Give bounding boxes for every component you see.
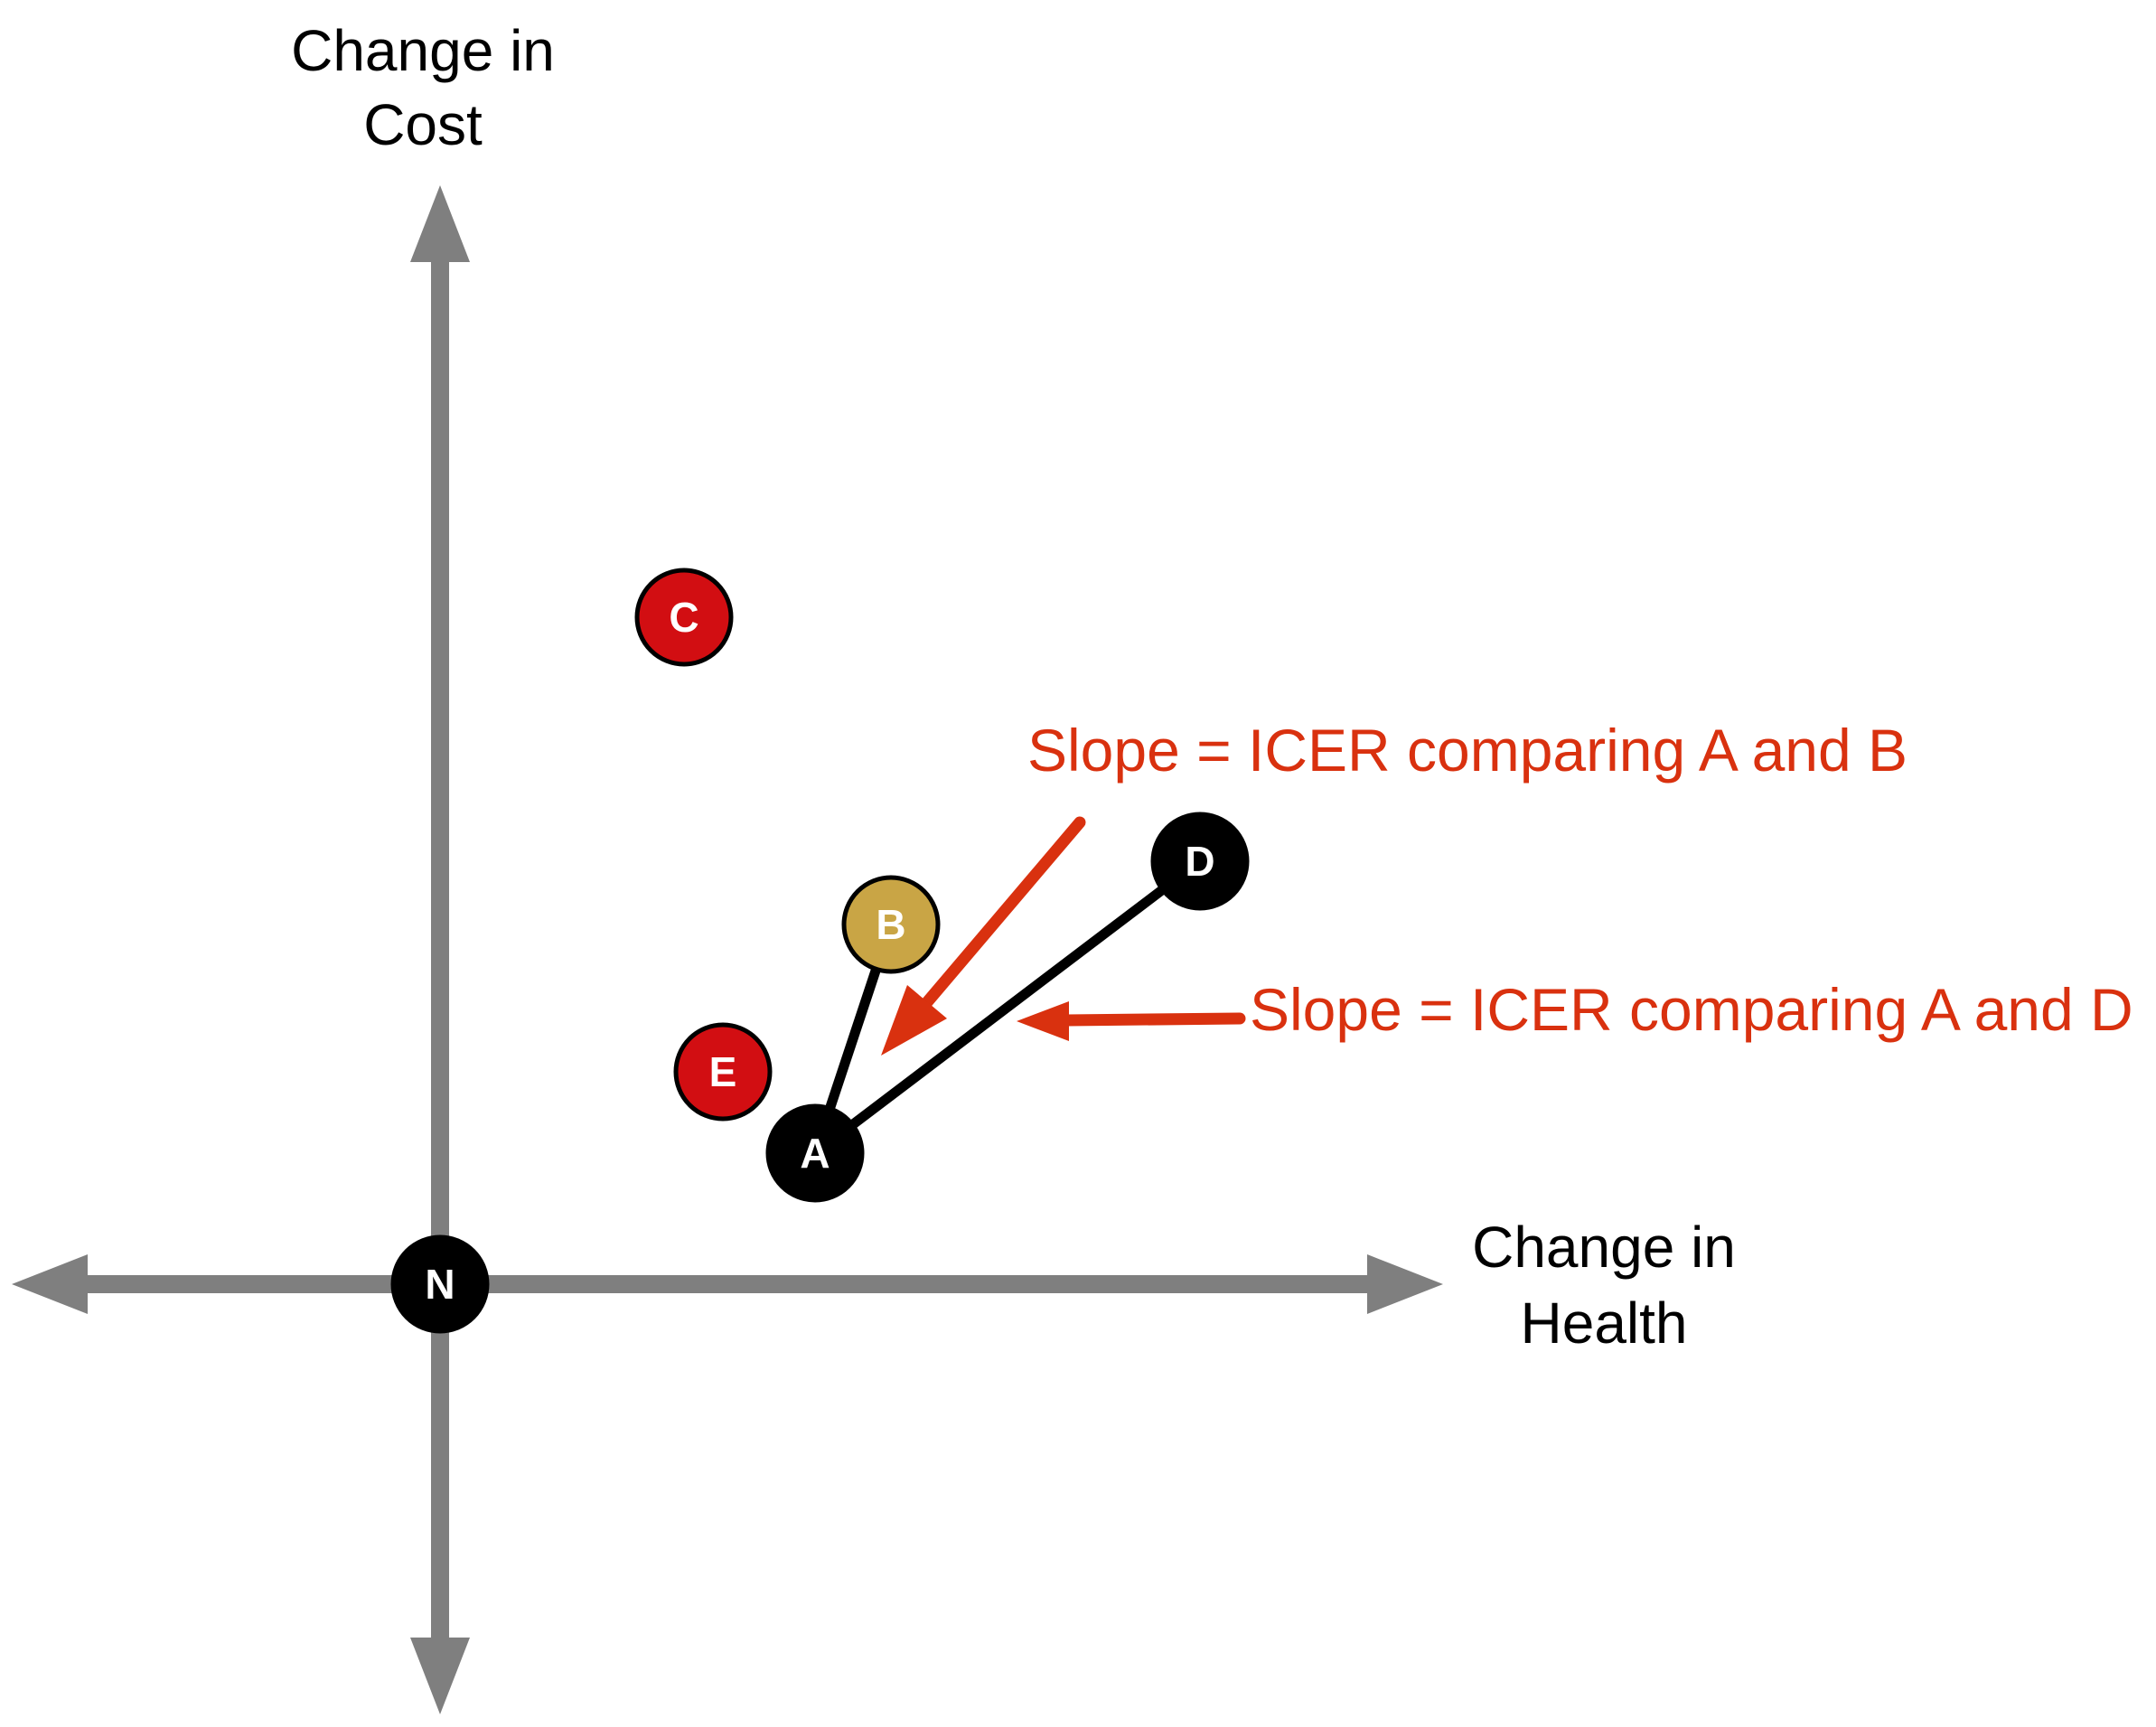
point-b-label: B <box>876 901 905 948</box>
point-e-circle <box>673 1022 773 1122</box>
annotation-arrow-ab <box>881 816 1086 1056</box>
annotation-arrow-ab-head-icon <box>881 985 947 1056</box>
y-axis-title-line1: Change in <box>291 18 555 83</box>
annotation-text-icer-a-b: Slope = ICER comparing A and B <box>1027 717 1908 784</box>
point-b-circle <box>841 875 941 974</box>
annotation-arrow-ad-shaft <box>1060 1012 1246 1027</box>
point-n: N <box>390 1234 490 1334</box>
y-axis-title: Change in Cost <box>291 18 555 157</box>
point-d-circle <box>1150 812 1250 911</box>
point-a-label: A <box>800 1130 830 1177</box>
x-axis-title-line1: Change in <box>1472 1215 1736 1280</box>
point-b: B <box>841 875 941 974</box>
y-axis-title-line2: Cost <box>363 92 483 157</box>
point-n-circle <box>390 1234 490 1334</box>
x-axis <box>12 1254 1443 1314</box>
icer-line-a-d <box>811 857 1204 1158</box>
point-c: C <box>634 568 734 667</box>
point-a: A <box>765 1103 865 1203</box>
point-e: E <box>673 1022 773 1122</box>
annotation-text-icer-a-d: Slope = ICER comparing A and D <box>1250 976 2133 1043</box>
point-n-label: N <box>425 1261 455 1308</box>
annotation-arrow-ab-shaft <box>921 816 1086 1009</box>
annotation-arrow-ad-head-icon <box>1017 1001 1069 1041</box>
x-axis-title-line2: Health <box>1521 1291 1688 1356</box>
point-d-label: D <box>1185 838 1214 885</box>
x-axis-left-arrow-icon <box>12 1254 88 1314</box>
y-axis-top-arrow-icon <box>410 185 470 262</box>
x-axis-right-arrow-icon <box>1367 1254 1443 1314</box>
point-e-label: E <box>709 1048 737 1095</box>
point-c-circle <box>634 568 734 667</box>
point-c-label: C <box>669 594 698 641</box>
y-axis <box>410 185 470 1714</box>
point-a-circle <box>765 1103 865 1203</box>
y-axis-bottom-arrow-icon <box>410 1638 470 1714</box>
point-d: D <box>1150 812 1250 911</box>
annotation-arrow-ad <box>1017 1001 1246 1041</box>
x-axis-title: Change in Health <box>1472 1215 1736 1356</box>
